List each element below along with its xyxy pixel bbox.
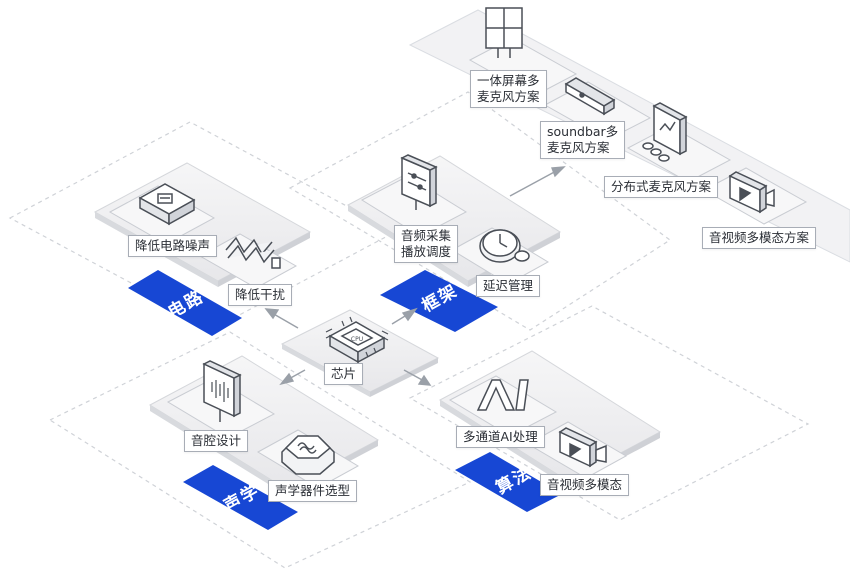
- solution-label-soundbar: soundbar多 麦克风方案: [540, 121, 626, 159]
- video-camera-icon: [558, 427, 607, 468]
- tag-circuit: [128, 270, 242, 336]
- arrow-head: [401, 307, 418, 322]
- item-label-cavity: 音腔设计: [184, 430, 249, 452]
- zone-outlines: [8, 91, 810, 569]
- solution-label-multimodal: 音视频多模态方案: [702, 227, 817, 249]
- arrow-head: [264, 308, 280, 320]
- monitor-waveform-icon: [202, 360, 242, 422]
- stopwatch-icon: [479, 229, 530, 263]
- tag-framework: [380, 270, 498, 332]
- item-label-interference: 降低干扰: [228, 284, 293, 306]
- solution-label-allinone-line-1: 一体屏幕多: [477, 73, 540, 88]
- zigzag-icon: [225, 236, 281, 269]
- monitor-equalizer-icon: [400, 154, 438, 210]
- zone-algorithm: [408, 305, 810, 521]
- tag-acoustics: [183, 465, 298, 530]
- video-camera-icon: [728, 171, 775, 214]
- solution-label-soundbar-line-2: 麦克风方案: [547, 140, 610, 155]
- soft-chip-icon: [138, 183, 196, 226]
- chip-icon-text: CPU: [351, 336, 363, 343]
- arrow-head: [279, 372, 295, 386]
- soundbar-icon: [564, 77, 616, 116]
- zone-acoustics: [48, 331, 472, 569]
- speaker-icon: [281, 435, 335, 475]
- tag-algorithm: [455, 452, 562, 512]
- ai-icon: [476, 379, 529, 411]
- solution-label-allinone: 一体屏幕多 麦克风方案: [470, 70, 547, 108]
- item-label-capture: 音频采集 播放调度: [394, 225, 459, 263]
- item-label-multichannel: 多通道AI处理: [456, 426, 545, 448]
- solution-label-soundbar-line-1: soundbar多: [547, 124, 619, 139]
- zone-circuit: [8, 121, 397, 329]
- arrows: [264, 166, 566, 386]
- distributed-mic-icon: [642, 102, 688, 162]
- item-label-latency: 延迟管理: [476, 275, 541, 297]
- arrow-head: [551, 166, 566, 178]
- arrow-head: [417, 374, 432, 386]
- item-label-noise: 降低电路噪声: [128, 235, 218, 257]
- item-label-capture-line-2: 播放调度: [401, 244, 452, 259]
- solution-label-allinone-line-2: 麦克风方案: [477, 89, 540, 104]
- zone-framework: [288, 91, 672, 331]
- center-chip-label: 芯片: [324, 363, 364, 385]
- item-label-components: 声学器件选型: [268, 480, 358, 502]
- item-label-multimodal: 音视频多模态: [540, 474, 630, 496]
- window-grid-icon: [485, 7, 523, 58]
- chip-icon: [325, 316, 389, 364]
- solution-label-distributed: 分布式麦克风方案: [604, 176, 719, 198]
- item-label-capture-line-1: 音频采集: [401, 228, 452, 243]
